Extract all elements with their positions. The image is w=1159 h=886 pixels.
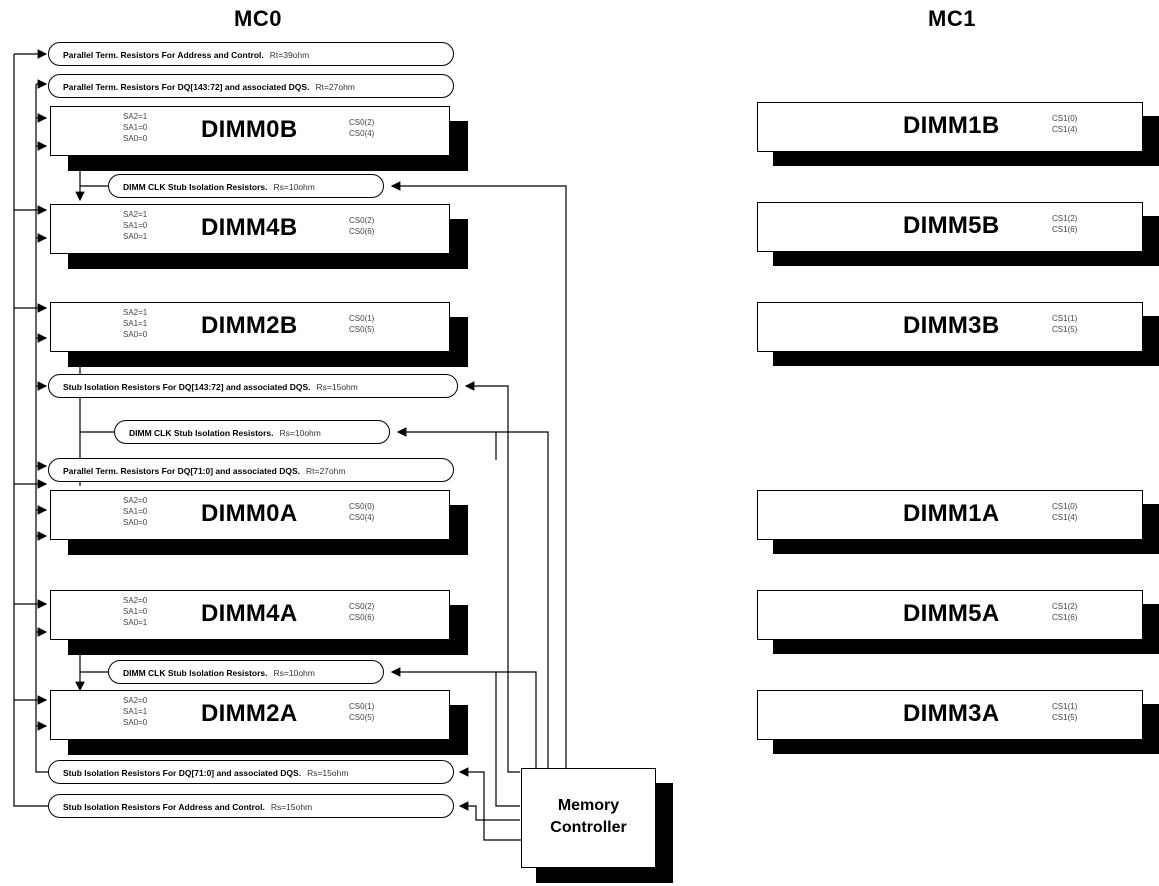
dimm-name: DIMM0A [201,500,298,527]
resistor-dq-high-stub: Stub Isolation Resistors For DQ[143:72] … [48,374,458,398]
dimm-name: DIMM1B [903,112,1000,139]
dimm-5b: DIMM5B CS1(2)CS1(6) [757,202,1159,266]
dimm-name: DIMM5B [903,212,1000,239]
resistor-address-control-stub: Stub Isolation Resistors For Address and… [48,794,454,818]
dimm-5a: DIMM5A CS1(2)CS1(6) [757,590,1159,654]
dimm-3b: DIMM3B CS1(1)CS1(5) [757,302,1159,366]
dimm-name: DIMM5A [903,600,1000,627]
dimm-1b: DIMM1B CS1(0)CS1(4) [757,102,1159,166]
dimm-name: DIMM1A [903,500,1000,527]
dimm-3a: DIMM3A CS1(1)CS1(5) [757,690,1159,754]
resistor-clk-stub-3: DIMM CLK Stub Isolation Resistors.Rs=10o… [108,660,384,684]
resistor-dq-low-stub: Stub Isolation Resistors For DQ[71:0] an… [48,760,454,784]
dimm-1a: DIMM1A CS1(0)CS1(4) [757,490,1159,554]
dimm-name: DIMM2B [201,312,298,339]
resistor-clk-stub-1: DIMM CLK Stub Isolation Resistors.Rs=10o… [108,174,384,198]
mc0-header: MC0 [234,6,282,31]
dimm-name: DIMM3A [903,700,1000,727]
dimm-name: DIMM4B [201,214,298,241]
resistor-address-control-term: Parallel Term. Resistors For Address and… [48,42,454,66]
resistor-clk-stub-2: DIMM CLK Stub Isolation Resistors.Rs=10o… [114,420,390,444]
memory-controller: Memory Controller [521,768,673,883]
resistor-dq-high-term: Parallel Term. Resistors For DQ[143:72] … [48,74,454,98]
data-bus-rail [35,84,48,773]
dimm-name: DIMM0B [201,116,298,143]
mc1-header: MC1 [928,6,976,31]
dimm-name: DIMM2A [201,700,298,727]
resistor-dq-low-term: Parallel Term. Resistors For DQ[71:0] an… [48,458,454,482]
memory-controller-label-line2: Controller [550,819,627,836]
address-bus-rail [13,54,48,807]
dimm-name: DIMM4A [201,600,298,627]
memory-controller-label-line1: Memory [557,797,620,814]
dimm-name: DIMM3B [903,312,1000,339]
